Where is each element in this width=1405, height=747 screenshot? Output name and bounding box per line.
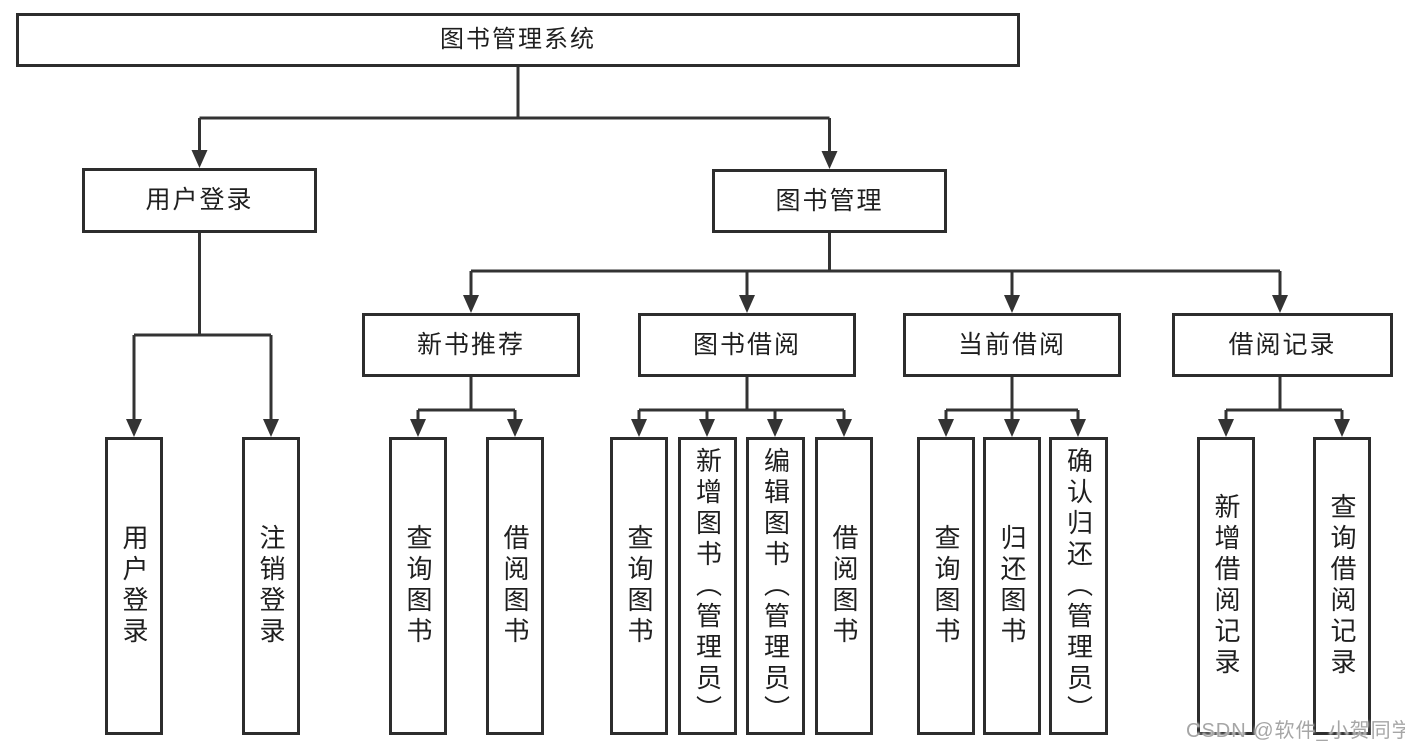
node-user-login: 用户登录: [82, 168, 317, 233]
node-label: 查询图书: [403, 524, 433, 648]
node-label: 确认归还（管理员）: [1063, 446, 1094, 726]
leaf-query-borrow-record: 查询借阅记录: [1313, 437, 1371, 735]
leaf-borrow-books-recommend: 借阅图书: [486, 437, 544, 735]
node-book-borrowing: 图书借阅: [638, 313, 856, 377]
node-label: 借阅记录: [1228, 330, 1337, 359]
leaf-add-borrow-record: 新增借阅记录: [1197, 437, 1255, 735]
node-book-management: 图书管理: [712, 169, 947, 233]
leaf-query-books-borrowing: 查询图书: [610, 437, 668, 735]
node-label: 查询借阅记录: [1327, 493, 1357, 679]
node-label: 编辑图书（管理员）: [760, 446, 791, 726]
node-new-book-recommend: 新书推荐: [362, 313, 580, 377]
node-label: 借阅图书: [829, 524, 859, 648]
node-label: 归还图书: [997, 524, 1027, 648]
node-label: 图书管理: [775, 186, 884, 215]
node-current-borrowing: 当前借阅: [903, 313, 1121, 377]
node-label: 查询图书: [931, 524, 961, 648]
node-label: 当前借阅: [957, 330, 1066, 359]
leaf-return-book: 归还图书: [983, 437, 1041, 735]
leaf-confirm-return-admin: 确认归还（管理员）: [1049, 437, 1108, 735]
node-label: 用户登录: [119, 524, 149, 648]
node-label: 查询图书: [624, 524, 654, 648]
leaf-user-login: 用户登录: [105, 437, 163, 735]
node-label: 新增借阅记录: [1211, 493, 1241, 679]
node-label: 新增图书（管理员）: [692, 446, 723, 726]
node-library-system: 图书管理系统: [16, 13, 1020, 67]
node-label: 新书推荐: [416, 330, 525, 359]
node-label: 用户登录: [145, 186, 254, 214]
leaf-edit-book-admin: 编辑图书（管理员）: [746, 437, 805, 735]
csdn-watermark: CSDN @软件_小贺同学: [1186, 720, 1405, 742]
node-borrowing-records: 借阅记录: [1172, 313, 1393, 377]
node-label: 图书管理系统: [440, 26, 596, 53]
node-label: 注销登录: [256, 524, 286, 648]
node-label: 图书借阅: [692, 330, 801, 359]
leaf-borrow-books-borrowing: 借阅图书: [815, 437, 873, 735]
leaf-logout: 注销登录: [242, 437, 300, 735]
node-label: 借阅图书: [500, 524, 530, 648]
leaf-query-books-current: 查询图书: [917, 437, 975, 735]
leaf-query-books-recommend: 查询图书: [389, 437, 447, 735]
leaf-add-book-admin: 新增图书（管理员）: [678, 437, 737, 735]
